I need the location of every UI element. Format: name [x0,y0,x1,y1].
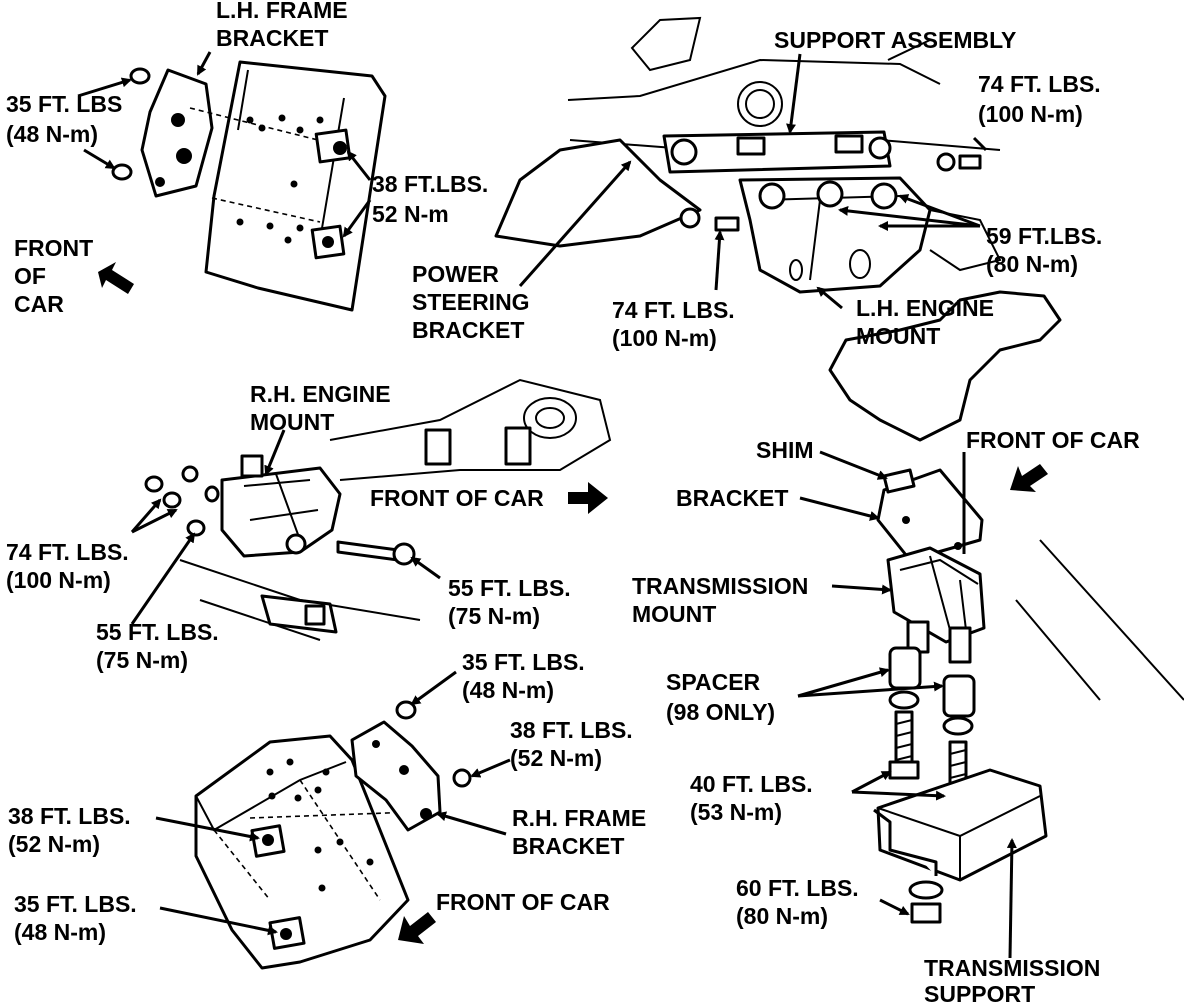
torque-label: 74 FT. LBS. [612,297,735,323]
front-of-car-label: FRONT OF CAR [436,889,610,915]
front-of-car-label: CAR [14,291,64,317]
torque-metric-label: (75 N-m) [448,603,540,629]
torque-metric-label: (80 N-m) [986,251,1078,277]
support-assembly [662,130,892,174]
front-of-car-label: FRONT OF CAR [370,485,544,511]
engine-block-curve [494,138,702,248]
torque-metric-label: (100 N-m) [6,567,111,593]
transmission-support-label-1: TRANSMISSION [924,955,1100,981]
rh-engine-mount-label-2: MOUNT [250,409,334,435]
lh-frame-bracket-view [111,60,387,312]
transmission-mount-label-2: MOUNT [632,601,716,627]
bolt-icon [395,700,472,788]
washer-icon [888,690,974,736]
rh-frame-rail [194,734,410,970]
torque-label: 74 FT. LBS. [6,539,129,565]
torque-label: 35 FT. LBS. [462,649,585,675]
torque-label: 35 FT. LBS [6,91,122,117]
transmission-support [876,768,1048,882]
torque-metric-label: (52 N-m) [510,745,602,771]
support-assembly-label: SUPPORT ASSEMBLY [774,27,1016,53]
rh-engine-mount-label-1: R.H. ENGINE [250,381,391,407]
front-direction-arrow-icon [1010,464,1048,492]
lh-engine-mount-label-1: L.H. ENGINE [856,295,994,321]
holes-pattern [266,758,374,892]
torque-label: 40 FT. LBS. [690,771,813,797]
torque-metric-label: (48 N-m) [14,919,106,945]
lh-frame-bracket [140,68,214,198]
torque-label: 38 FT.LBS. [372,171,488,197]
front-of-car-label: OF [14,263,46,289]
torque-label: 35 FT. LBS. [14,891,137,917]
rh-engine-mount [220,466,342,558]
front-direction-arrow-icon [98,262,134,294]
transmission-support-label-2: SUPPORT [924,981,1035,1006]
lh-engine-mount-label-2: MOUNT [856,323,940,349]
rh-frame-bracket-label-2: BRACKET [512,833,624,859]
power-steering-bracket-label-2: STEERING [412,289,530,315]
front-of-car-label: FRONT OF CAR [966,427,1140,453]
torque-metric-label: (52 N-m) [8,831,100,857]
transmission-housing-blob [828,290,1062,442]
lh-frame-bracket-label-2: BRACKET [216,25,328,51]
torque-metric-label: (48 N-m) [462,677,554,703]
torque-label: 60 FT. LBS. [736,875,859,901]
torque-metric-label: (100 N-m) [978,101,1083,127]
front-of-car-label: FRONT [14,235,93,261]
rh-frame-bracket-label-1: R.H. FRAME [512,805,646,831]
torque-label: 74 FT. LBS. [978,71,1101,97]
torque-label: 38 FT. LBS. [8,803,131,829]
bolt-icon [144,465,416,566]
bolt-icon [111,67,151,181]
nut-icon [908,880,944,924]
spacer-label-1: SPACER [666,669,761,695]
torque-label: 55 FT. LBS. [448,575,571,601]
bracket-label: BRACKET [676,485,788,511]
torque-metric-label: (48 N-m) [6,121,98,147]
torque-label: 55 FT. LBS. [96,619,219,645]
torque-label: 59 FT.LBS. [986,223,1102,249]
torque-metric-label: 52 N-m [372,201,449,227]
shim-plate [882,468,916,494]
rh-frame-bracket-view [194,700,472,970]
torque-metric-label: (80 N-m) [736,903,828,929]
torque-label: 38 FT. LBS. [510,717,633,743]
rh-engine-mount-view [144,378,612,641]
torque-metric-label: (75 N-m) [96,647,188,673]
power-steering-bracket-label-3: BRACKET [412,317,524,343]
torque-metric-label: (53 N-m) [690,799,782,825]
transmission-mount-label-1: TRANSMISSION [632,573,808,599]
lh-frame-bracket-label-1: L.H. FRAME [216,0,348,23]
front-direction-arrow-icon [568,482,608,514]
power-steering-bracket-label-1: POWER [412,261,499,287]
front-direction-arrow-icon [398,912,436,944]
lh-engine-mount-view [494,16,1062,442]
torque-metric-label: (100 N-m) [612,325,717,351]
bolt-icon [936,152,982,172]
shim-label: SHIM [756,437,814,463]
transmission-mount-view [873,468,1184,924]
spacer-label-2: (98 ONLY) [666,699,775,725]
